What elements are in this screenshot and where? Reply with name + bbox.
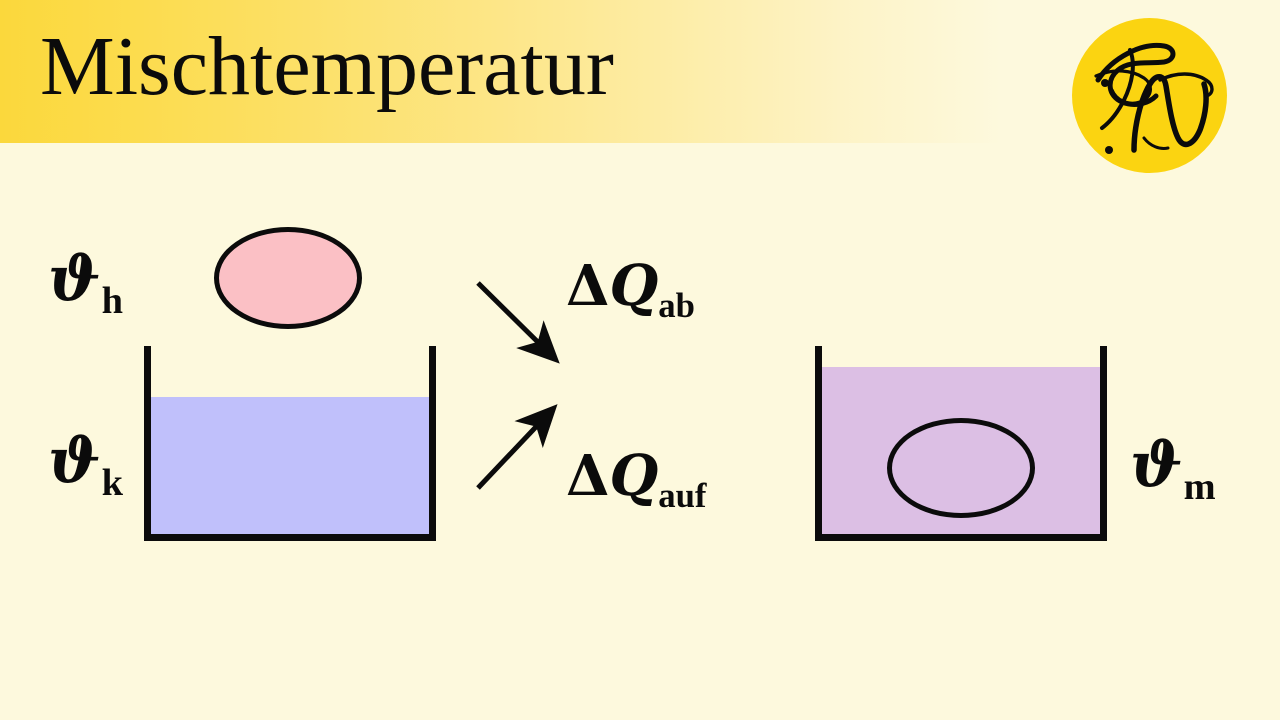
title-banner: Mischtemperatur: [0, 0, 1000, 143]
beaker-mixture: [811, 346, 1111, 546]
label-theta-m: ϑm: [1130, 428, 1216, 509]
logo-badge: [1072, 18, 1227, 173]
cold-liquid: [147, 397, 433, 536]
label-theta-h: ϑh: [48, 242, 123, 323]
arrow-heat-absorbed: [476, 404, 558, 490]
arrow-heat-released: [476, 281, 560, 364]
delta-symbol-auf: Δ: [566, 443, 610, 509]
q-symbol-auf: Q: [609, 443, 659, 509]
beaker-mixture-right-wall: [1100, 346, 1107, 540]
beaker-cold-bottom-wall: [144, 534, 436, 541]
q-subscript-auf: auf: [658, 476, 707, 516]
label-theta-k: ϑk: [48, 424, 123, 505]
q-subscript-ab: ab: [658, 286, 695, 326]
delta-symbol-ab: Δ: [566, 253, 610, 319]
beaker-mixture-left-wall: [815, 346, 822, 540]
theta-m-subscript: m: [1183, 466, 1216, 509]
en-monogram-icon: [1094, 42, 1214, 154]
beaker-cold-left-wall: [144, 346, 151, 540]
theta-k-symbol: ϑ: [48, 424, 101, 497]
theta-h-symbol: ϑ: [48, 242, 101, 315]
label-delta-q-auf: ΔQauf: [566, 443, 706, 516]
page-title: Mischtemperatur: [40, 20, 614, 113]
mixture-body-blob: [887, 418, 1035, 518]
theta-h-subscript: h: [101, 280, 123, 323]
heat-flow-arrows: [476, 281, 560, 490]
theta-k-subscript: k: [101, 462, 123, 505]
q-symbol-ab: Q: [609, 253, 659, 319]
theta-m-symbol: ϑ: [1130, 428, 1183, 501]
hot-body-blob: [214, 227, 362, 329]
beaker-cold: [140, 346, 440, 546]
beaker-cold-right-wall: [429, 346, 436, 540]
label-delta-q-ab: ΔQab: [566, 253, 695, 326]
beaker-mixture-bottom-wall: [815, 534, 1107, 541]
